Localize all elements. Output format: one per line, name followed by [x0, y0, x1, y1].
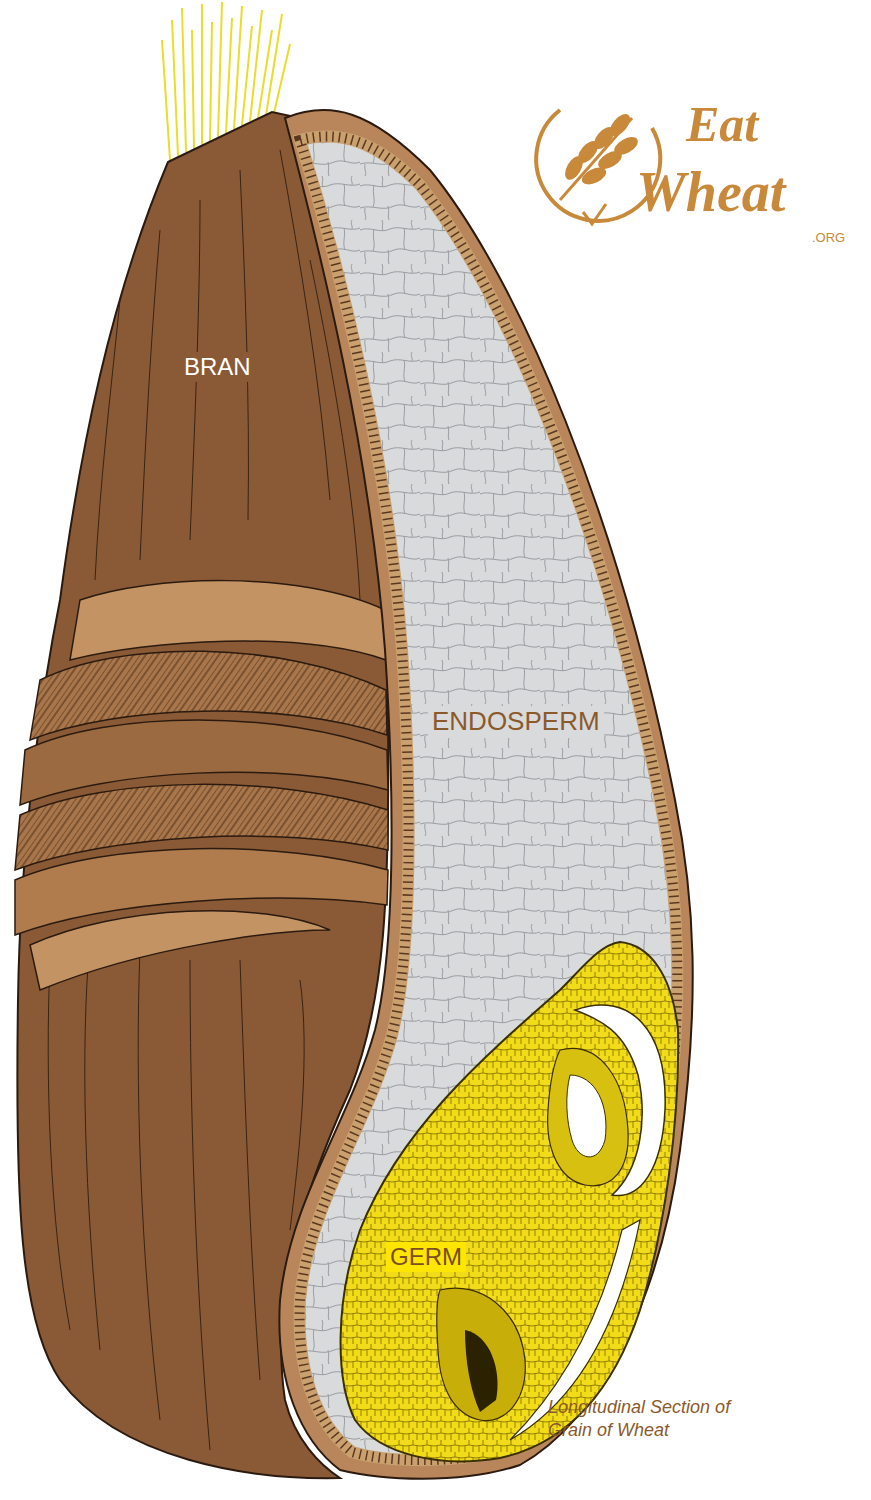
label-anchor: Eat — [686, 96, 758, 154]
part-label: ENDOSPERM — [428, 706, 604, 738]
label-anchor: GERM — [386, 1242, 466, 1272]
logo-text: Wheat — [636, 160, 785, 224]
part-label: GERM — [386, 1242, 466, 1272]
caption-anchor: Longitudinal Section of Grain of Wheat — [548, 1396, 778, 1443]
logo-text: Eat — [686, 96, 758, 154]
label-anchor: BRAN — [180, 352, 255, 382]
label-anchor: .ORG — [812, 228, 845, 246]
logo-domain: .ORG — [812, 231, 845, 246]
label-anchor: Wheat — [636, 160, 785, 224]
label-anchor: ENDOSPERM — [428, 706, 604, 738]
part-label: BRAN — [180, 352, 255, 382]
caption: Longitudinal Section of Grain of Wheat — [548, 1396, 778, 1443]
